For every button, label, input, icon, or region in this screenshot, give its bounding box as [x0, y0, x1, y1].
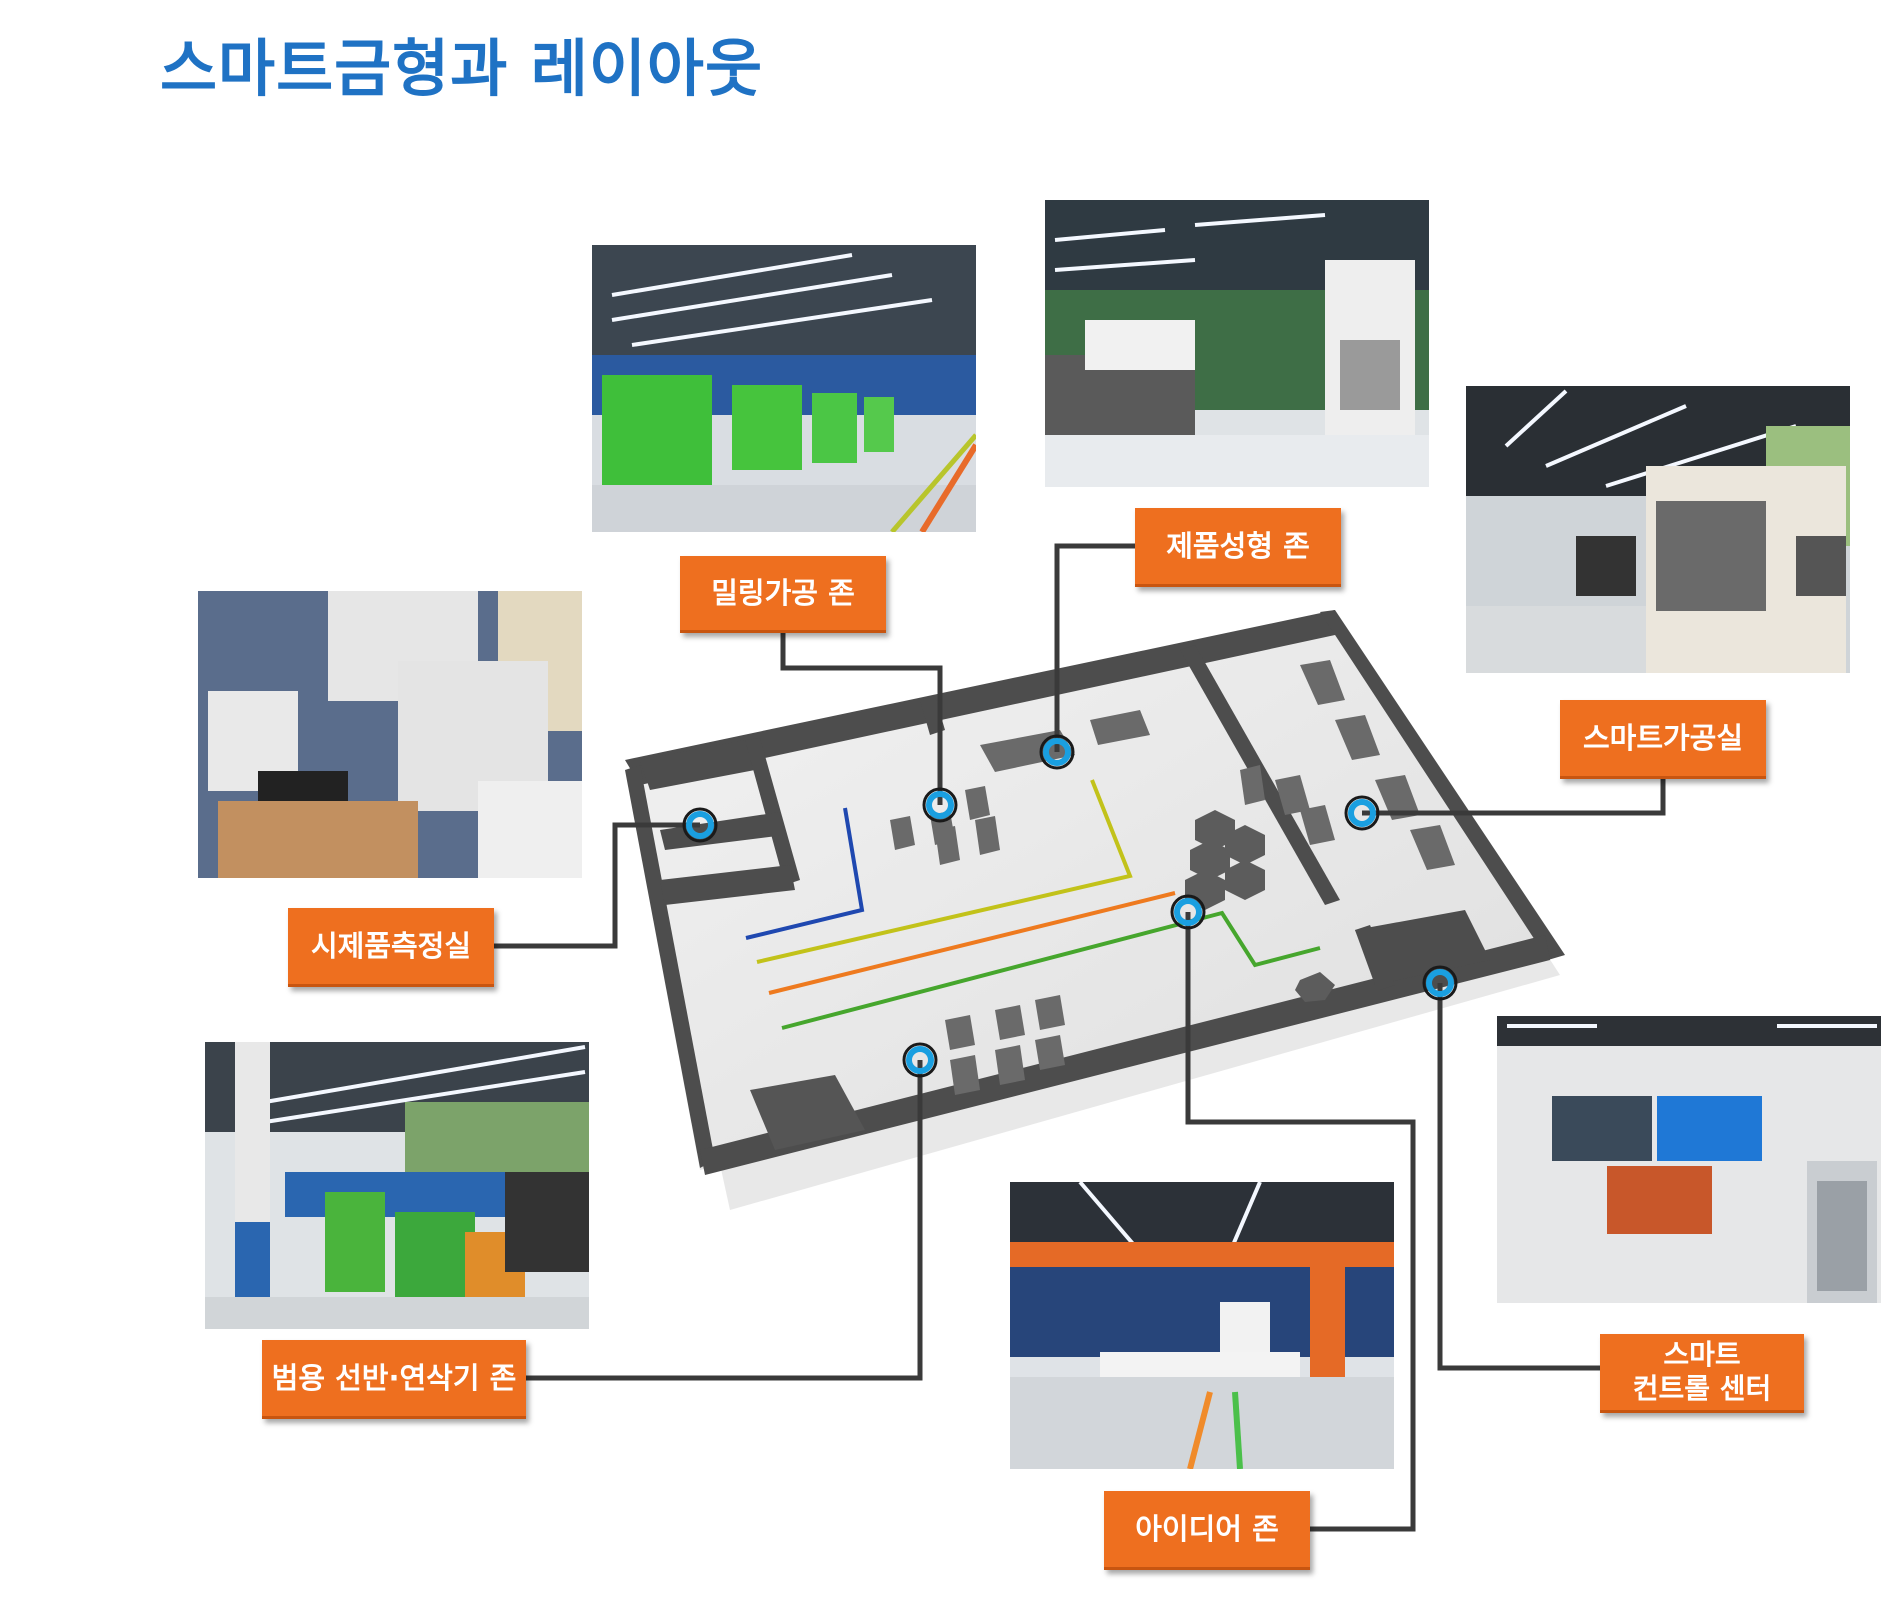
- measurement-room-label[interactable]: 시제품측정실: [288, 908, 494, 987]
- idea-zone-label[interactable]: 아이디어 존: [1104, 1491, 1310, 1570]
- smart-machining-label[interactable]: 스마트가공실: [1560, 700, 1766, 779]
- milling-zone-photo: [592, 245, 976, 532]
- smart-machining-photo: [1466, 386, 1850, 673]
- control-center-label[interactable]: 스마트 컨트롤 센터: [1600, 1334, 1804, 1413]
- lathe-grinder-label[interactable]: 범용 선반·연삭기 존: [262, 1340, 526, 1419]
- page-title: 스마트금형과 레이아웃: [160, 32, 763, 105]
- molding-zone-photo: [1045, 200, 1429, 487]
- molding-zone-label[interactable]: 제품성형 존: [1135, 508, 1341, 587]
- milling-zone-label[interactable]: 밀링가공 존: [680, 556, 886, 633]
- control-center-label-line1: 스마트: [1663, 1338, 1741, 1372]
- control-center-label-line2: 컨트롤 센터: [1632, 1372, 1772, 1405]
